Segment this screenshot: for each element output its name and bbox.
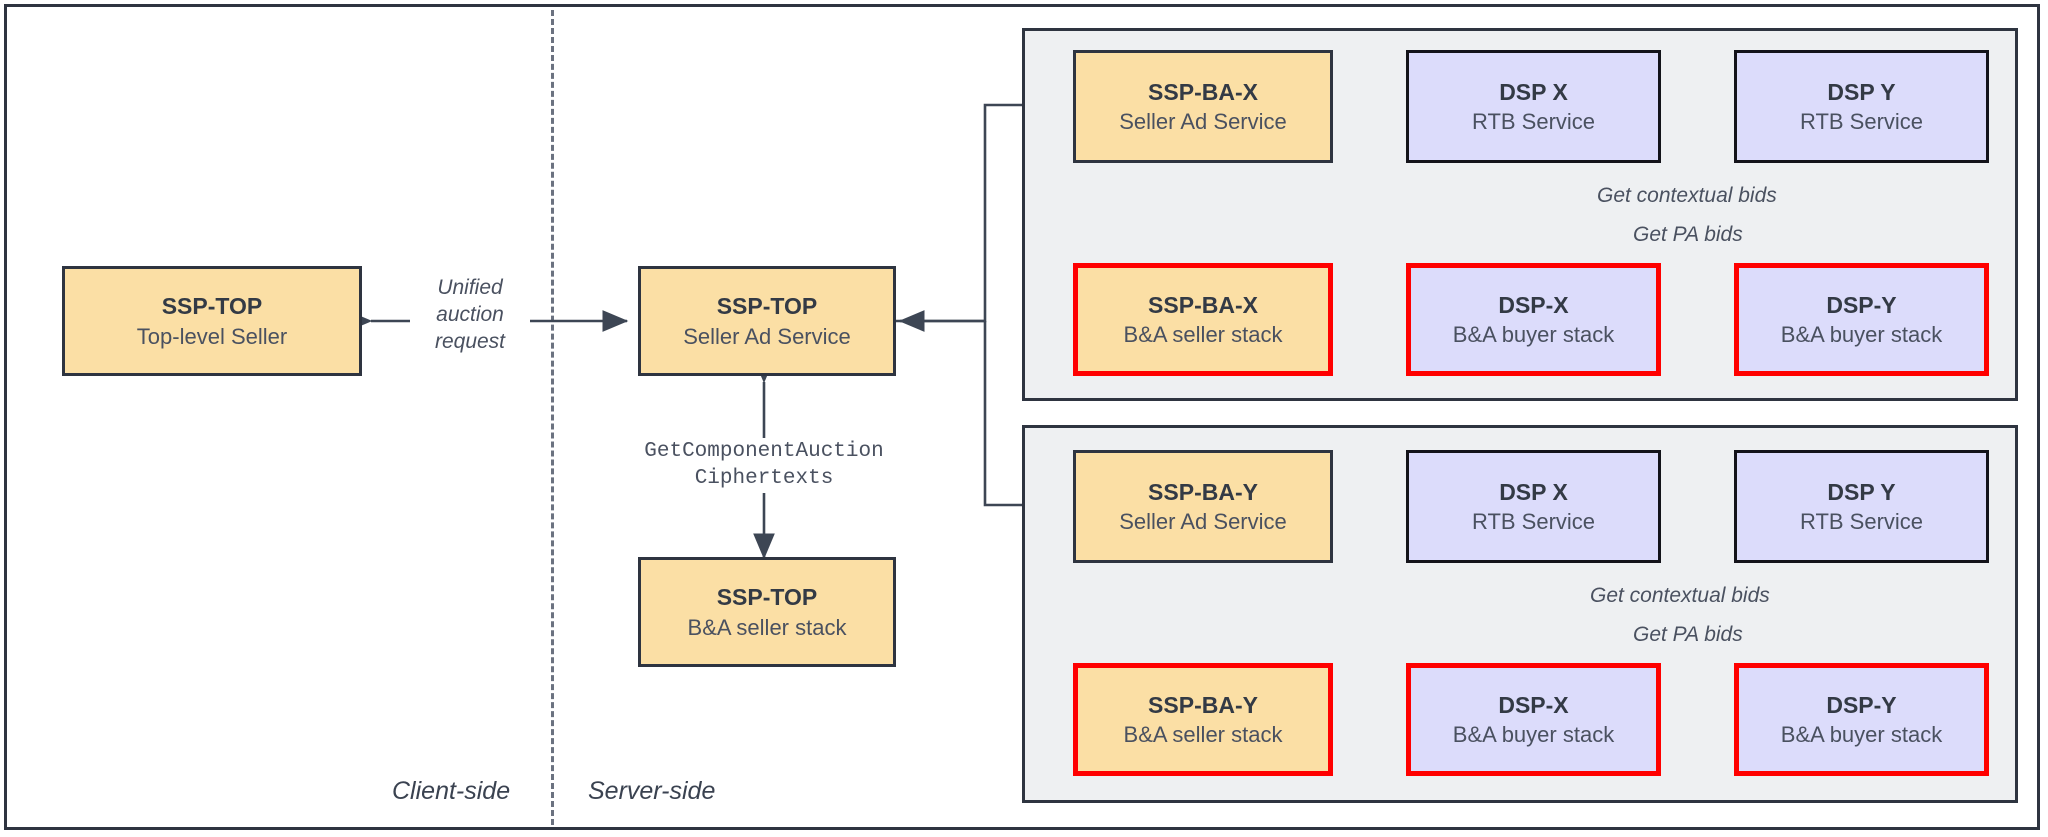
node-panel-y-dsp-x-rtb[interactable]: DSP X RTB Service (1406, 450, 1661, 563)
node-title: DSP Y (1827, 478, 1896, 505)
edge-label-line-2: Ciphertexts (694, 467, 834, 491)
node-title: SSP-BA-X (1148, 78, 1258, 105)
edge-label-text: Get contextual bids (1590, 584, 1770, 607)
node-title: DSP X (1499, 78, 1568, 105)
node-ssp-top-seller-ad-service[interactable]: SSP-TOP Seller Ad Service (638, 266, 896, 376)
edge-label-text: Get PA bids (1633, 223, 1743, 246)
edge-label-line-1: GetComponentAuction (644, 440, 884, 463)
node-title: DSP-Y (1826, 291, 1897, 318)
node-panel-y-dsp-x-buyer-stack[interactable]: DSP-X B&A buyer stack (1406, 663, 1661, 776)
node-subtitle: B&A buyer stack (1780, 322, 1943, 348)
node-panel-x-dsp-x-rtb[interactable]: DSP X RTB Service (1406, 50, 1661, 163)
node-subtitle: B&A buyer stack (1452, 722, 1615, 748)
node-subtitle: RTB Service (1471, 109, 1596, 135)
node-subtitle: B&A seller stack (687, 614, 847, 640)
node-subtitle: Seller Ad Service (683, 323, 851, 349)
node-ssp-ba-x-seller-stack[interactable]: SSP-BA-X B&A seller stack (1073, 263, 1333, 376)
node-title: DSP X (1499, 478, 1568, 505)
node-panel-y-dsp-y-buyer-stack[interactable]: DSP-Y B&A buyer stack (1734, 663, 1989, 776)
client-server-divider (551, 10, 554, 825)
node-subtitle: RTB Service (1799, 509, 1924, 535)
node-title: SSP-TOP (716, 293, 818, 320)
node-subtitle: B&A buyer stack (1780, 722, 1943, 748)
edge-label-panel-y-get-pa-bids: Get PA bids (1633, 622, 1743, 649)
node-title: DSP-X (1498, 691, 1569, 718)
node-ssp-ba-y-seller-stack[interactable]: SSP-BA-Y B&A seller stack (1073, 663, 1333, 776)
edge-label-panel-y-get-contextual-bids: Get contextual bids (1590, 583, 1770, 610)
label-client-side: Client-side (392, 777, 510, 806)
node-title: SSP-BA-X (1148, 291, 1258, 318)
node-title: DSP-Y (1826, 691, 1897, 718)
node-title: SSP-BA-Y (1148, 478, 1258, 505)
node-ssp-ba-y-seller-ad-service[interactable]: SSP-BA-Y Seller Ad Service (1073, 450, 1333, 563)
node-subtitle: Seller Ad Service (1119, 109, 1287, 135)
edge-label-line-3: request (434, 329, 506, 353)
edge-label-line-1: Unified (437, 276, 503, 299)
node-panel-x-dsp-y-buyer-stack[interactable]: DSP-Y B&A buyer stack (1734, 263, 1989, 376)
label-text: Client-side (392, 777, 511, 805)
edge-label-panel-x-get-pa-bids: Get PA bids (1633, 222, 1743, 249)
node-subtitle: B&A buyer stack (1452, 322, 1615, 348)
node-ssp-top-client[interactable]: SSP-TOP Top-level Seller (62, 266, 362, 376)
node-subtitle: B&A seller stack (1123, 722, 1283, 748)
node-title: DSP Y (1827, 78, 1896, 105)
node-title: SSP-BA-Y (1148, 691, 1258, 718)
edge-label-line-2: auction (436, 302, 504, 326)
node-ssp-ba-x-seller-ad-service[interactable]: SSP-BA-X Seller Ad Service (1073, 50, 1333, 163)
label-server-side: Server-side (588, 777, 715, 806)
node-panel-x-dsp-x-buyer-stack[interactable]: DSP-X B&A buyer stack (1406, 263, 1661, 376)
node-title: DSP-X (1498, 291, 1569, 318)
node-subtitle: Seller Ad Service (1119, 509, 1287, 535)
edge-label-unified-auction-request: Unified auction request (410, 275, 530, 356)
node-subtitle: B&A seller stack (1123, 322, 1283, 348)
node-title: SSP-TOP (161, 293, 263, 320)
edge-label-get-component-auction-ciphertexts: GetComponentAuction Ciphertexts (624, 438, 904, 493)
edge-label-text: Get PA bids (1633, 623, 1743, 646)
edge-label-text: Get contextual bids (1597, 184, 1777, 207)
node-panel-x-dsp-y-rtb[interactable]: DSP Y RTB Service (1734, 50, 1989, 163)
edge-label-panel-x-get-contextual-bids: Get contextual bids (1597, 183, 1777, 210)
node-ssp-top-ba-seller-stack[interactable]: SSP-TOP B&A seller stack (638, 557, 896, 667)
node-panel-y-dsp-y-rtb[interactable]: DSP Y RTB Service (1734, 450, 1989, 563)
node-subtitle: RTB Service (1799, 109, 1924, 135)
label-text: Server-side (588, 777, 716, 805)
node-subtitle: RTB Service (1471, 509, 1596, 535)
node-title: SSP-TOP (716, 584, 818, 611)
node-subtitle: Top-level Seller (136, 323, 288, 349)
